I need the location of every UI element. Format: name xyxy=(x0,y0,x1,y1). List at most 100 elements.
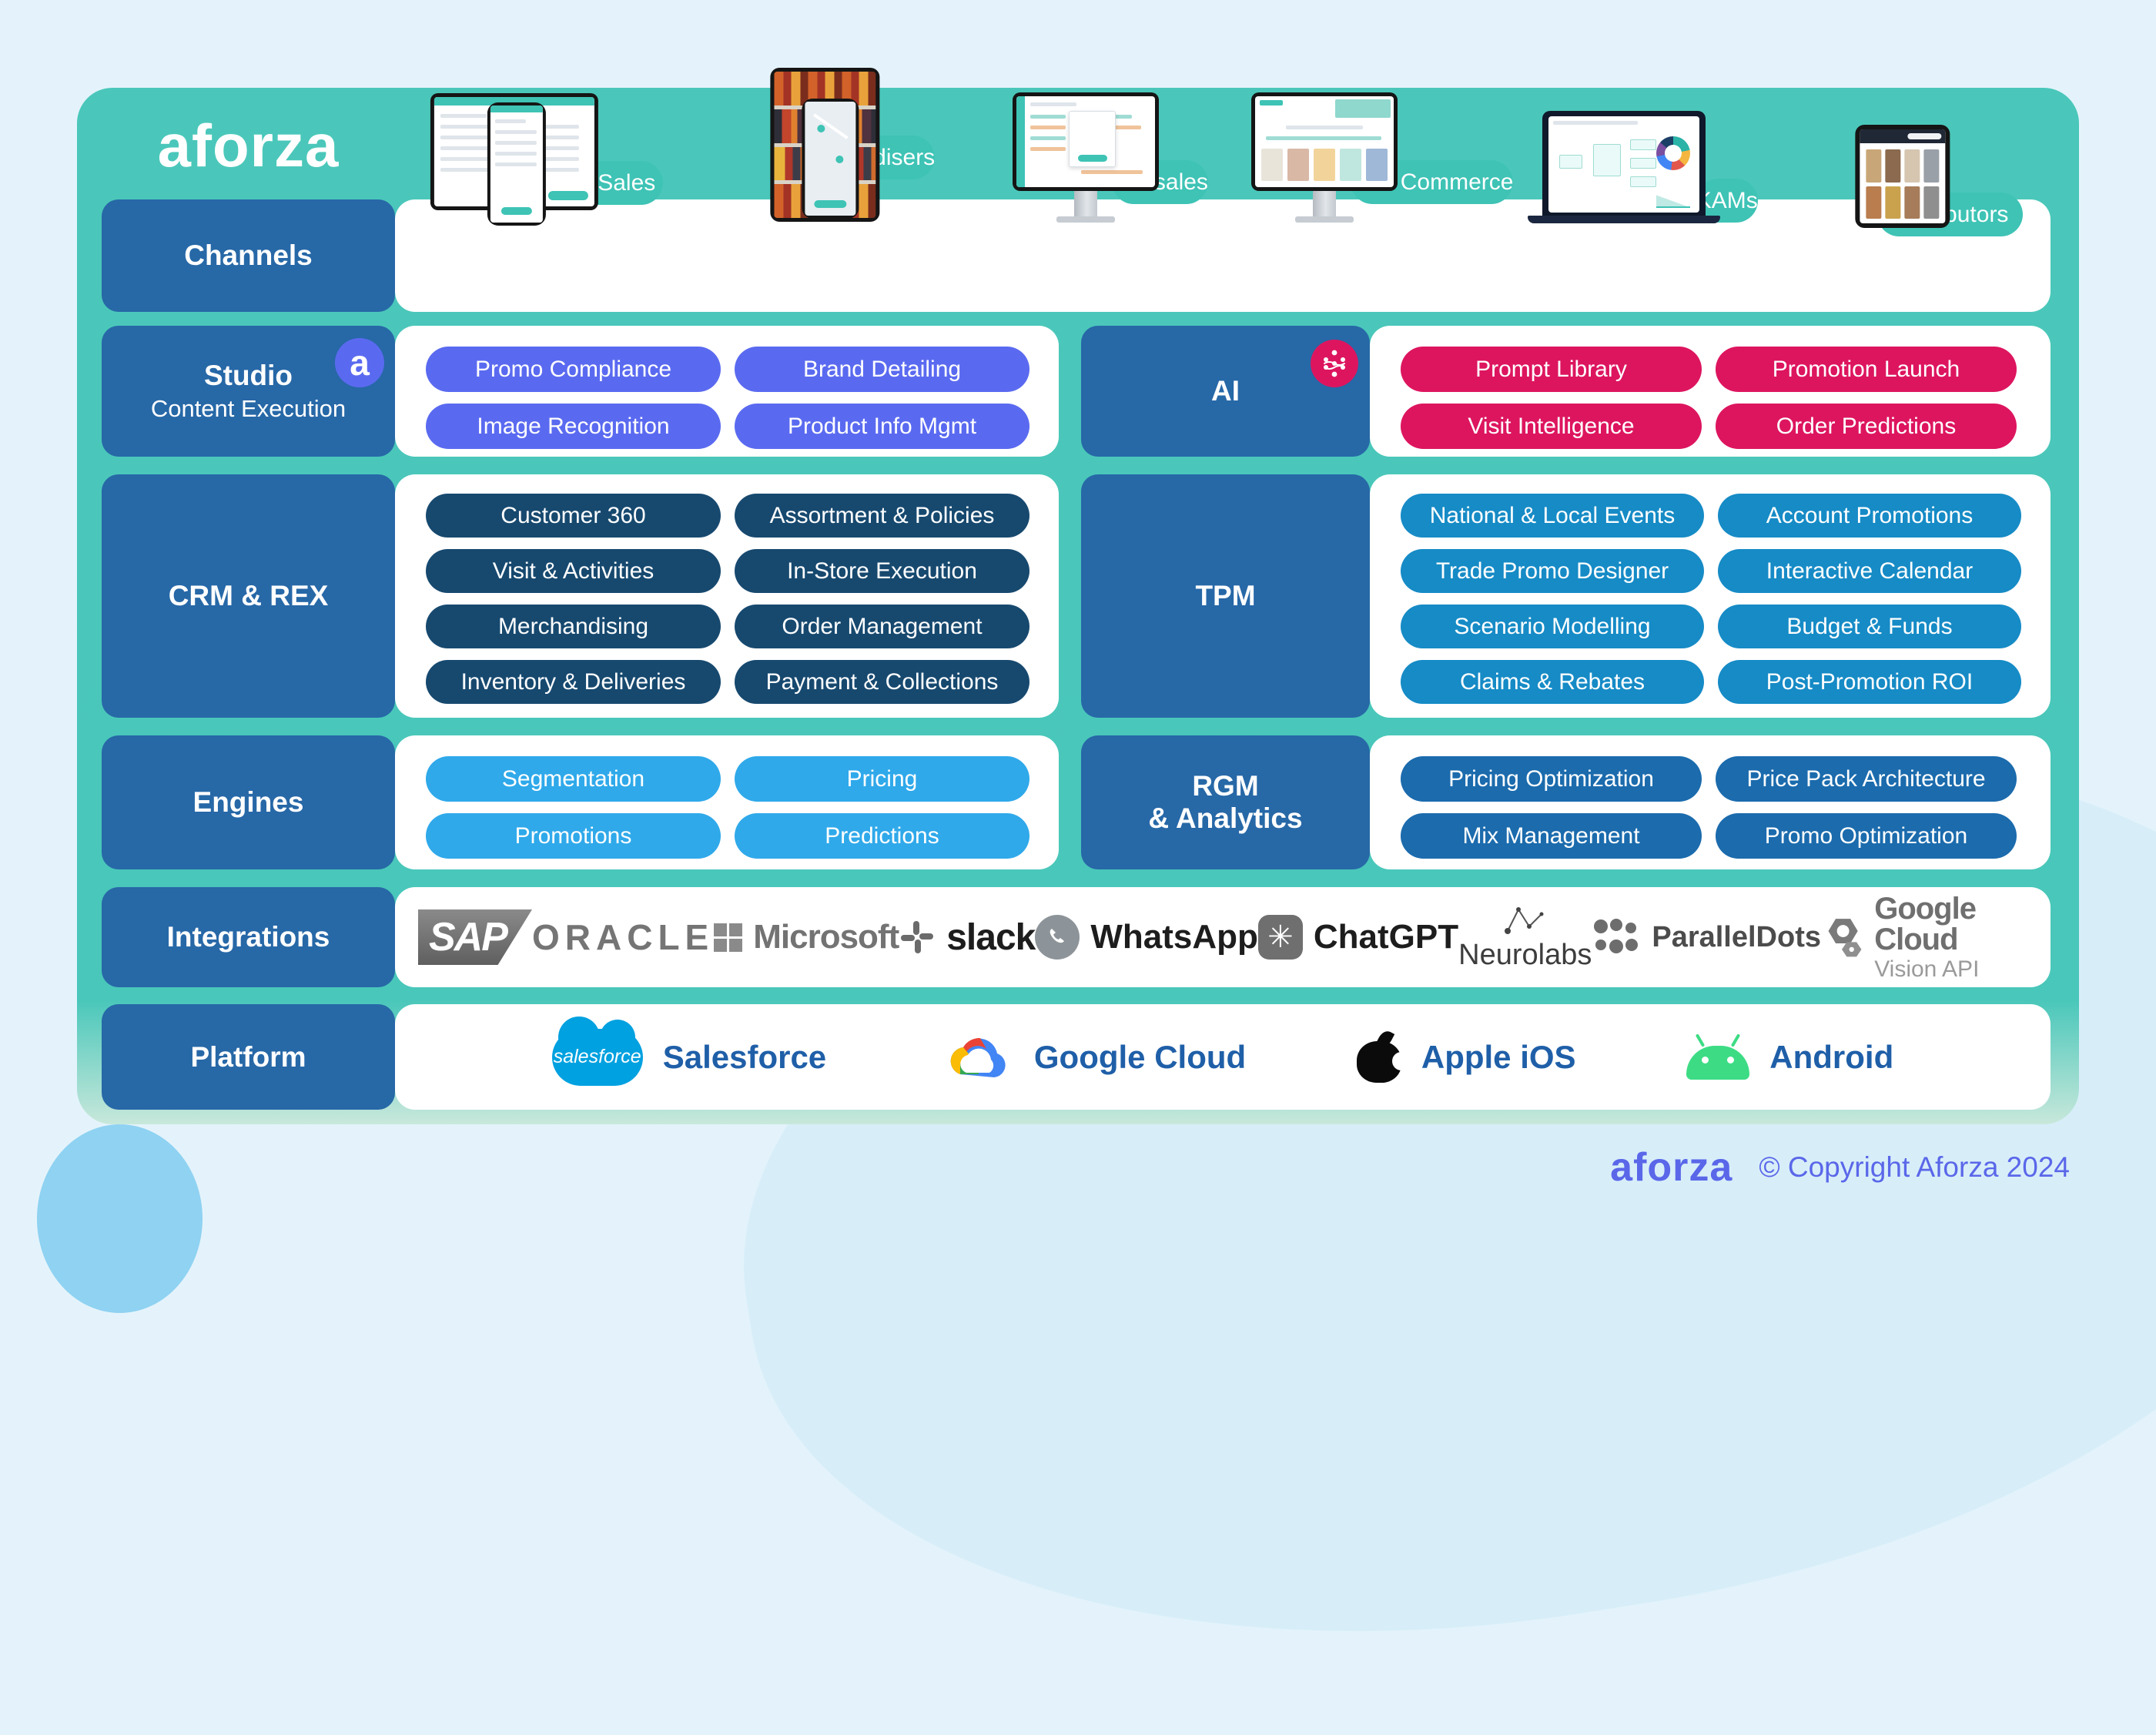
studio-pill: Brand Detailing xyxy=(735,347,1029,392)
microsoft-icon xyxy=(714,923,743,952)
aforza-a-icon: a xyxy=(335,338,384,387)
chatgpt-icon: ✳ xyxy=(1257,915,1303,960)
rgm-pill: Pricing Optimization xyxy=(1401,756,1702,802)
engines-label-text: Engines xyxy=(192,786,304,818)
tpm-panel: National & Local Events Account Promotio… xyxy=(1370,474,2051,718)
studio-pill: Promo Compliance xyxy=(426,347,721,392)
tpm-pill: Account Promotions xyxy=(1718,494,2021,538)
microsoft-logo: Microsoft xyxy=(714,918,899,956)
engines-pill: Promotions xyxy=(426,813,721,859)
google-cloud-logo xyxy=(950,1037,1006,1077)
tpm-pill: Trade Promo Designer xyxy=(1401,549,1704,593)
android-logo xyxy=(1686,1033,1750,1080)
google-cloud-vision-icon xyxy=(1828,919,1862,957)
oracle-logo: ORACLE xyxy=(532,917,715,957)
engines-pill: Pricing xyxy=(735,756,1029,802)
footer: aforza © Copyright Aforza 2024 xyxy=(1610,1144,2070,1191)
rgm-label-line2: & Analytics xyxy=(1148,802,1303,834)
google-cloud-vision-logo: Google Cloud Vision API xyxy=(1821,893,2027,981)
footer-aforza-logo: aforza xyxy=(1610,1145,1733,1190)
telesales-device-mockup xyxy=(1012,92,1159,228)
crm-row-label: CRM & REX xyxy=(102,474,395,718)
channel-pill: KAMs xyxy=(1696,179,1758,223)
channel-field-sales: Field Sales xyxy=(423,93,663,296)
studio-subtitle: Content Execution xyxy=(150,395,346,422)
distributors-device-mockup xyxy=(1855,125,1950,228)
b2b-commerce-device-mockup xyxy=(1250,92,1398,228)
platform-row-label: Platform xyxy=(102,1004,395,1110)
channel-b2b-commerce: B2B Commerce xyxy=(1239,92,1514,296)
studio-pill: Image Recognition xyxy=(426,404,721,449)
android-platform: Android xyxy=(1686,1033,1893,1080)
crm-pill: Assortment & Policies xyxy=(735,494,1029,538)
crm-pill: Order Management xyxy=(735,605,1029,648)
aforza-logo: aforza xyxy=(157,112,340,179)
engines-pill: Segmentation xyxy=(426,756,721,802)
neurolabs-icon xyxy=(1504,906,1544,934)
integrations-panel: SAP ORACLE Microsoft slack xyxy=(395,887,2051,987)
crm-pill: Merchandising xyxy=(426,605,721,648)
tpm-pill: National & Local Events xyxy=(1401,494,1704,538)
crm-pill: Inventory & Deliveries xyxy=(426,660,721,704)
google-cloud-platform: Google Cloud xyxy=(937,1027,1246,1088)
neurolabs-logo: Neurolabs xyxy=(1458,903,1592,972)
rgm-row-label: RGM & Analytics xyxy=(1081,735,1370,869)
studio-panel: Promo Compliance Brand Detailing Image R… xyxy=(395,326,1059,457)
crm-label-text: CRM & REX xyxy=(168,580,329,611)
sap-logo: SAP xyxy=(418,909,532,965)
platform-panel: salesforce Salesforce Google Cloud Apple… xyxy=(395,1004,2051,1110)
studio-row-label: Studio Content Execution a xyxy=(102,326,395,457)
ai-row-label: AI xyxy=(1081,326,1370,457)
crm-pill: In-Store Execution xyxy=(735,549,1029,593)
background-circle xyxy=(37,1124,203,1313)
ai-panel: Prompt Library Promotion Launch Visit In… xyxy=(1370,326,2051,457)
phone-mockup xyxy=(802,99,859,219)
salesforce-platform: salesforce Salesforce xyxy=(551,1016,826,1086)
merchandisers-device-mockup xyxy=(770,68,880,228)
paralleldots-icon xyxy=(1594,919,1639,953)
whatsapp-logo: WhatsApp xyxy=(1035,915,1258,960)
channels-row-label: Channels xyxy=(102,199,395,312)
neural-network-icon xyxy=(1311,340,1358,387)
channel-kams: KAMs xyxy=(1511,111,1758,296)
channel-telesales: Telesales xyxy=(966,92,1208,296)
ai-pill: Order Predictions xyxy=(1716,404,2017,449)
area-chart xyxy=(1656,194,1690,208)
phone-mockup xyxy=(487,102,546,226)
donut-chart xyxy=(1656,136,1690,170)
rgm-pill: Mix Management xyxy=(1401,813,1702,859)
kams-device-mockup xyxy=(1527,111,1720,228)
crm-panel: Customer 360 Assortment & Policies Visit… xyxy=(395,474,1059,718)
integrations-label-text: Integrations xyxy=(166,921,330,953)
main-card: aforza Channels xyxy=(77,68,2079,1124)
tpm-pill: Interactive Calendar xyxy=(1718,549,2021,593)
channel-distributors: Distributors xyxy=(1783,125,2023,296)
rgm-label-line1: RGM xyxy=(1192,770,1259,802)
whatsapp-icon xyxy=(1035,915,1080,960)
channels-label-text: Channels xyxy=(184,239,313,271)
crm-pill: Payment & Collections xyxy=(735,660,1029,704)
crm-pill: Visit & Activities xyxy=(426,549,721,593)
ai-pill: Visit Intelligence xyxy=(1401,404,1702,449)
tpm-pill: Claims & Rebates xyxy=(1401,660,1704,704)
engines-panel: Segmentation Pricing Promotions Predicti… xyxy=(395,735,1059,869)
channels-panel: Field Sales xyxy=(395,68,2051,312)
salesforce-cloud-logo: salesforce xyxy=(551,1016,643,1086)
tpm-pill: Post-Promotion ROI xyxy=(1718,660,2021,704)
tpm-pill: Budget & Funds xyxy=(1718,605,2021,648)
rgm-pill: Price Pack Architecture xyxy=(1716,756,2017,802)
ai-label-text: AI xyxy=(1211,375,1240,407)
studio-title: Studio xyxy=(203,360,293,391)
ai-pill: Prompt Library xyxy=(1401,347,1702,392)
tpm-row-label: TPM xyxy=(1081,474,1370,718)
tpm-label-text: TPM xyxy=(1195,580,1256,611)
slack-logo: slack xyxy=(899,916,1036,959)
platform-label-text: Platform xyxy=(190,1040,306,1073)
engines-row-label: Engines xyxy=(102,735,395,869)
footer-copyright: © Copyright Aforza 2024 xyxy=(1759,1151,2070,1183)
studio-pill: Product Info Mgmt xyxy=(735,404,1029,449)
engines-pill: Predictions xyxy=(735,813,1029,859)
rgm-pill: Promo Optimization xyxy=(1716,813,2017,859)
integrations-row-label: Integrations xyxy=(102,887,395,987)
channel-merchandisers: Merchandisers xyxy=(695,68,936,296)
